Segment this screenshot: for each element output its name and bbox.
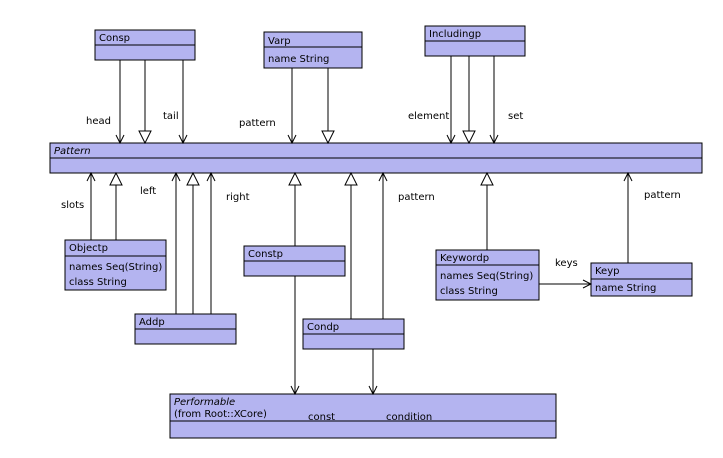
- class-keyp[interactable]: Keyp name String: [590, 262, 693, 297]
- class-attribute: names Seq(String): [69, 262, 162, 273]
- class-name: Varp: [268, 36, 291, 47]
- class-varp[interactable]: Varp name String: [263, 31, 363, 69]
- class-attribute: class String: [440, 286, 498, 297]
- class-name: Consp: [99, 33, 130, 44]
- class-name: Condp: [307, 322, 339, 333]
- label-keys: keys: [555, 258, 578, 269]
- generalization-consp: [138, 60, 152, 145]
- class-name: Pattern: [54, 146, 91, 157]
- generalization-varp: [321, 68, 335, 145]
- generalization-constp: [288, 171, 302, 246]
- class-name: Constp: [248, 249, 283, 260]
- class-attribute: class String: [69, 277, 127, 288]
- label-tail: tail: [163, 111, 179, 122]
- generalization-objectp: [109, 171, 123, 240]
- class-name: Keywordp: [440, 253, 489, 264]
- class-keywordp[interactable]: Keywordp names Seq(String) class String: [435, 249, 540, 301]
- class-performable[interactable]: Performable (from Root::XCore): [169, 393, 557, 439]
- class-attribute: name String: [268, 54, 329, 65]
- generalization-includingp: [462, 56, 476, 145]
- generalization-condp: [344, 171, 358, 319]
- label-slots: slots: [61, 200, 84, 211]
- label-left: left: [140, 186, 156, 197]
- class-consp[interactable]: Consp: [94, 29, 196, 61]
- label-varp-pattern: pattern: [239, 118, 276, 129]
- label-head: head: [86, 116, 111, 127]
- class-name: Includingp: [429, 29, 481, 40]
- label-set: set: [508, 111, 523, 122]
- class-condp[interactable]: Condp: [302, 318, 405, 350]
- class-attribute: names Seq(String): [440, 271, 533, 282]
- class-includingp[interactable]: Includingp: [424, 25, 526, 57]
- generalization-keywordp: [480, 171, 494, 250]
- class-objectp[interactable]: Objectp names Seq(String) class String: [64, 239, 167, 291]
- generalization-addp: [186, 171, 200, 314]
- label-condition: condition: [386, 412, 432, 423]
- label-element: element: [408, 111, 449, 122]
- class-name: Performable: [174, 397, 235, 408]
- label-condp-pattern: pattern: [398, 192, 435, 203]
- class-subtitle: (from Root::XCore): [174, 409, 267, 420]
- class-name: Keyp: [595, 266, 619, 277]
- label-const: const: [308, 412, 335, 423]
- class-name: Objectp: [69, 243, 108, 254]
- class-addp[interactable]: Addp: [134, 313, 237, 345]
- class-pattern[interactable]: Pattern: [49, 142, 703, 174]
- label-keyp-pattern: pattern: [644, 190, 681, 201]
- class-constp[interactable]: Constp: [243, 245, 346, 277]
- class-attribute: name String: [595, 283, 656, 294]
- label-right: right: [226, 192, 250, 203]
- class-name: Addp: [139, 317, 165, 328]
